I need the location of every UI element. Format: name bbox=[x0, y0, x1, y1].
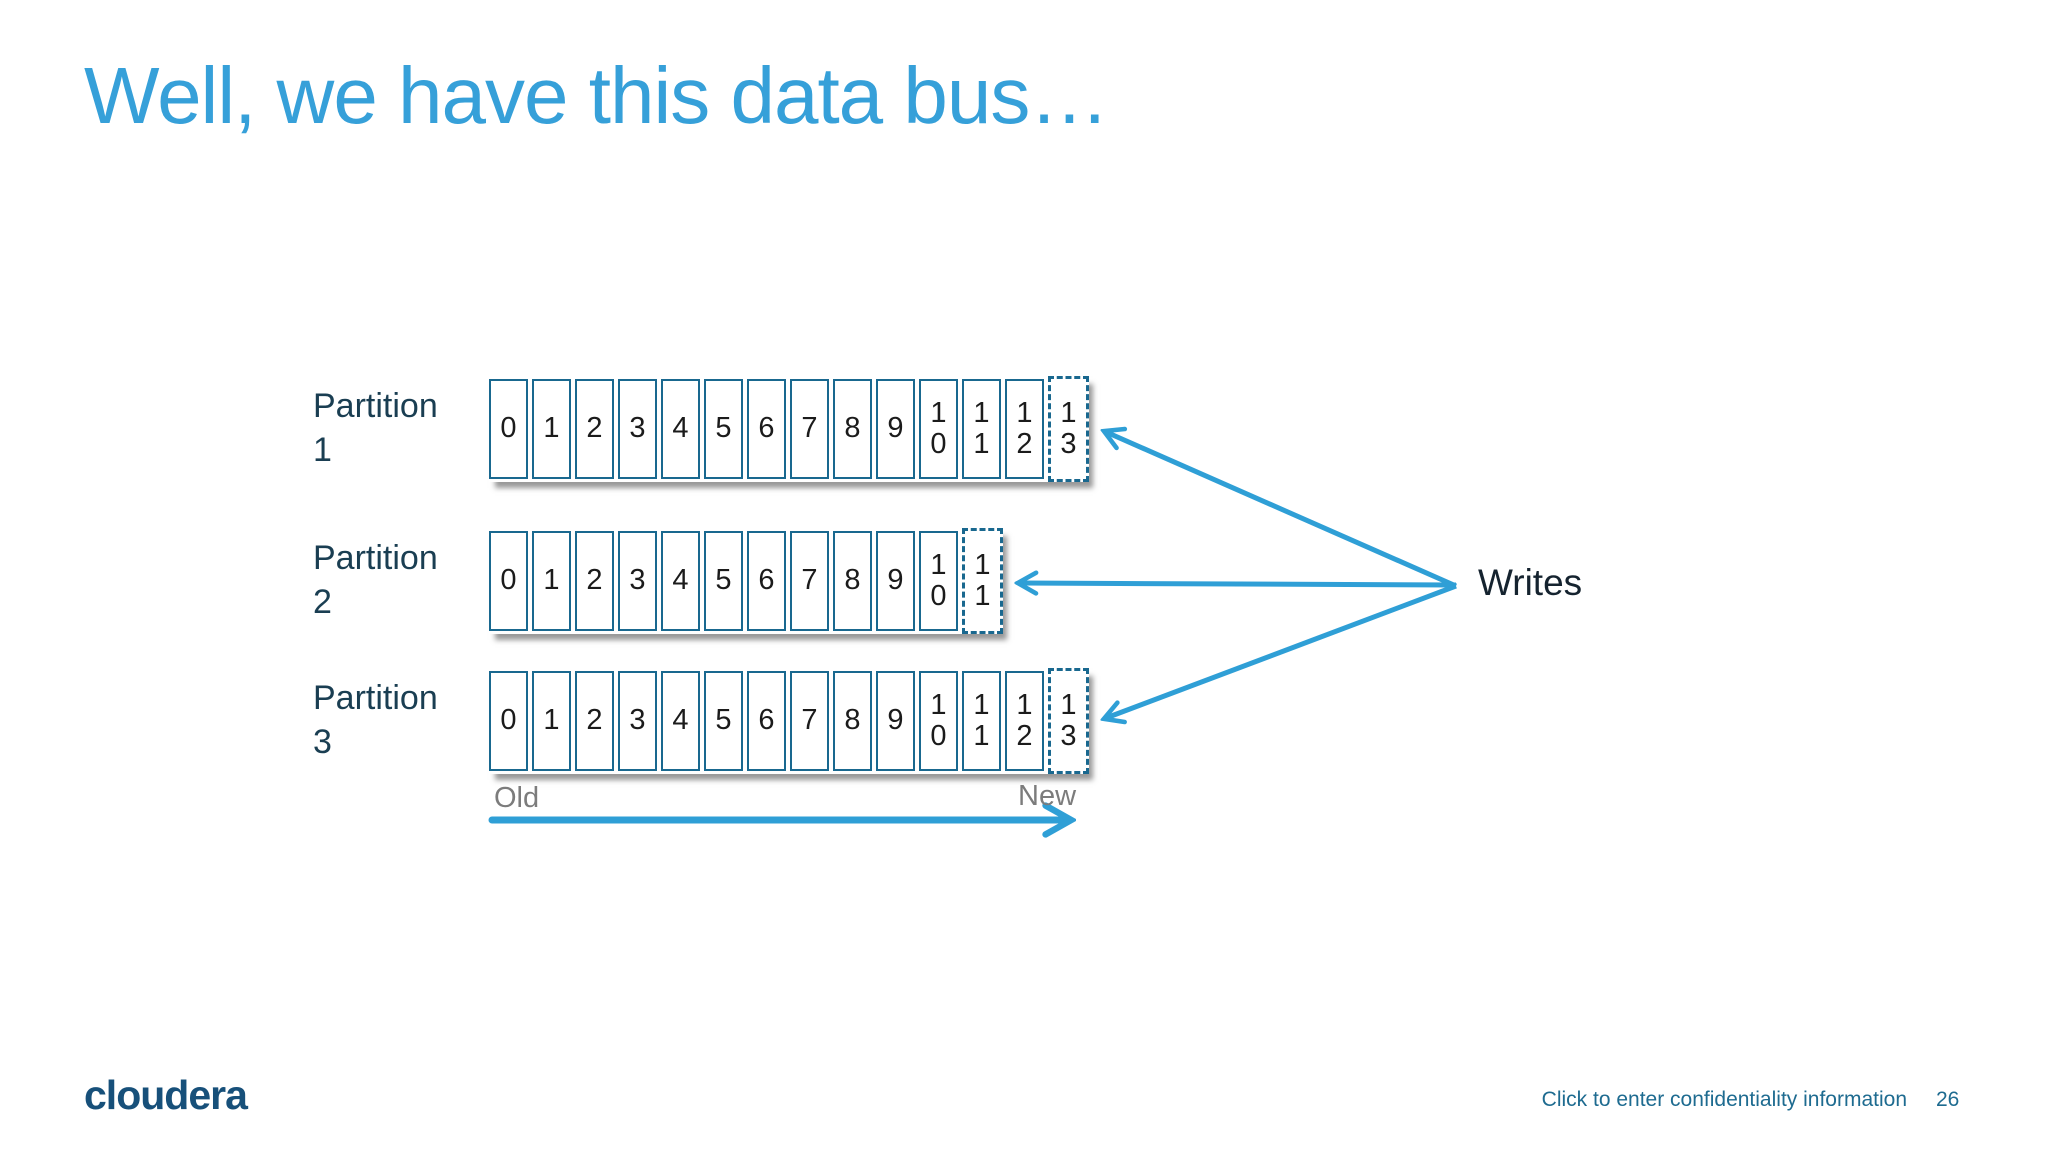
message-cell: 2 bbox=[575, 531, 614, 631]
message-cell: 6 bbox=[747, 379, 786, 479]
message-cell: 1 bbox=[532, 671, 571, 771]
writes-label: Writes bbox=[1478, 562, 1583, 603]
partition-label-line1: Partition bbox=[313, 539, 438, 578]
message-cell: 1 2 bbox=[1005, 671, 1044, 771]
page-number: 26 bbox=[1936, 1088, 1960, 1111]
message-cell: 6 bbox=[747, 671, 786, 771]
partition-label: Partition 1 bbox=[313, 385, 489, 472]
message-cell: 2 bbox=[575, 379, 614, 479]
message-cell: 5 bbox=[704, 531, 743, 631]
partition-label: Partition 2 bbox=[313, 537, 489, 624]
message-cell: 1 bbox=[532, 531, 571, 631]
new-message-cell: 1 3 bbox=[1048, 668, 1089, 774]
message-cell: 5 bbox=[704, 379, 743, 479]
writes-arrow-partition-2 bbox=[1020, 583, 1457, 585]
new-label: New bbox=[1018, 780, 1077, 812]
message-cell: 3 bbox=[618, 671, 657, 771]
message-cell: 1 1 bbox=[962, 379, 1001, 479]
partition-label-line2: 3 bbox=[313, 723, 332, 761]
message-cell: 0 bbox=[489, 379, 528, 479]
message-cell: 1 0 bbox=[919, 671, 958, 771]
message-cell: 8 bbox=[833, 531, 872, 631]
new-message-cell: 1 3 bbox=[1048, 376, 1089, 482]
partition-label-line2: 1 bbox=[313, 431, 332, 469]
message-cell: 1 2 bbox=[1005, 379, 1044, 479]
partition-label: Partition 3 bbox=[313, 677, 489, 764]
message-cell: 1 0 bbox=[919, 379, 958, 479]
message-cell: 1 0 bbox=[919, 531, 958, 631]
partition-label-line1: Partition bbox=[313, 679, 438, 718]
old-label: Old bbox=[494, 782, 540, 814]
message-cell: 7 bbox=[790, 379, 829, 479]
partition-label-line1: Partition bbox=[313, 387, 438, 426]
message-cell: 4 bbox=[661, 379, 700, 479]
slide-title: Well, we have this data bus… bbox=[84, 51, 1109, 140]
message-cell: 2 bbox=[575, 671, 614, 771]
partition-label-line2: 2 bbox=[313, 583, 332, 621]
message-cell: 4 bbox=[661, 531, 700, 631]
message-cell: 6 bbox=[747, 531, 786, 631]
new-message-cell: 1 1 bbox=[962, 528, 1003, 634]
message-cell: 4 bbox=[661, 671, 700, 771]
message-cell: 0 bbox=[489, 671, 528, 771]
message-cell: 3 bbox=[618, 531, 657, 631]
message-cell: 1 1 bbox=[962, 671, 1001, 771]
message-cell: 9 bbox=[876, 671, 915, 771]
writes-arrow-partition-1 bbox=[1106, 432, 1458, 589]
message-cell: 9 bbox=[876, 531, 915, 631]
cloudera-logo: cloudera bbox=[84, 1072, 248, 1118]
message-cell: 9 bbox=[876, 379, 915, 479]
message-cell: 7 bbox=[790, 531, 829, 631]
message-cell: 0 bbox=[489, 531, 528, 631]
message-cell: 8 bbox=[833, 379, 872, 479]
message-cell: 1 bbox=[532, 379, 571, 479]
confidentiality-placeholder: Click to enter confidentiality informati… bbox=[1541, 1088, 1907, 1111]
message-cell: 3 bbox=[618, 379, 657, 479]
message-cell: 5 bbox=[704, 671, 743, 771]
message-cell: 8 bbox=[833, 671, 872, 771]
message-cell: 7 bbox=[790, 671, 829, 771]
writes-arrow-partition-3 bbox=[1106, 583, 1457, 718]
